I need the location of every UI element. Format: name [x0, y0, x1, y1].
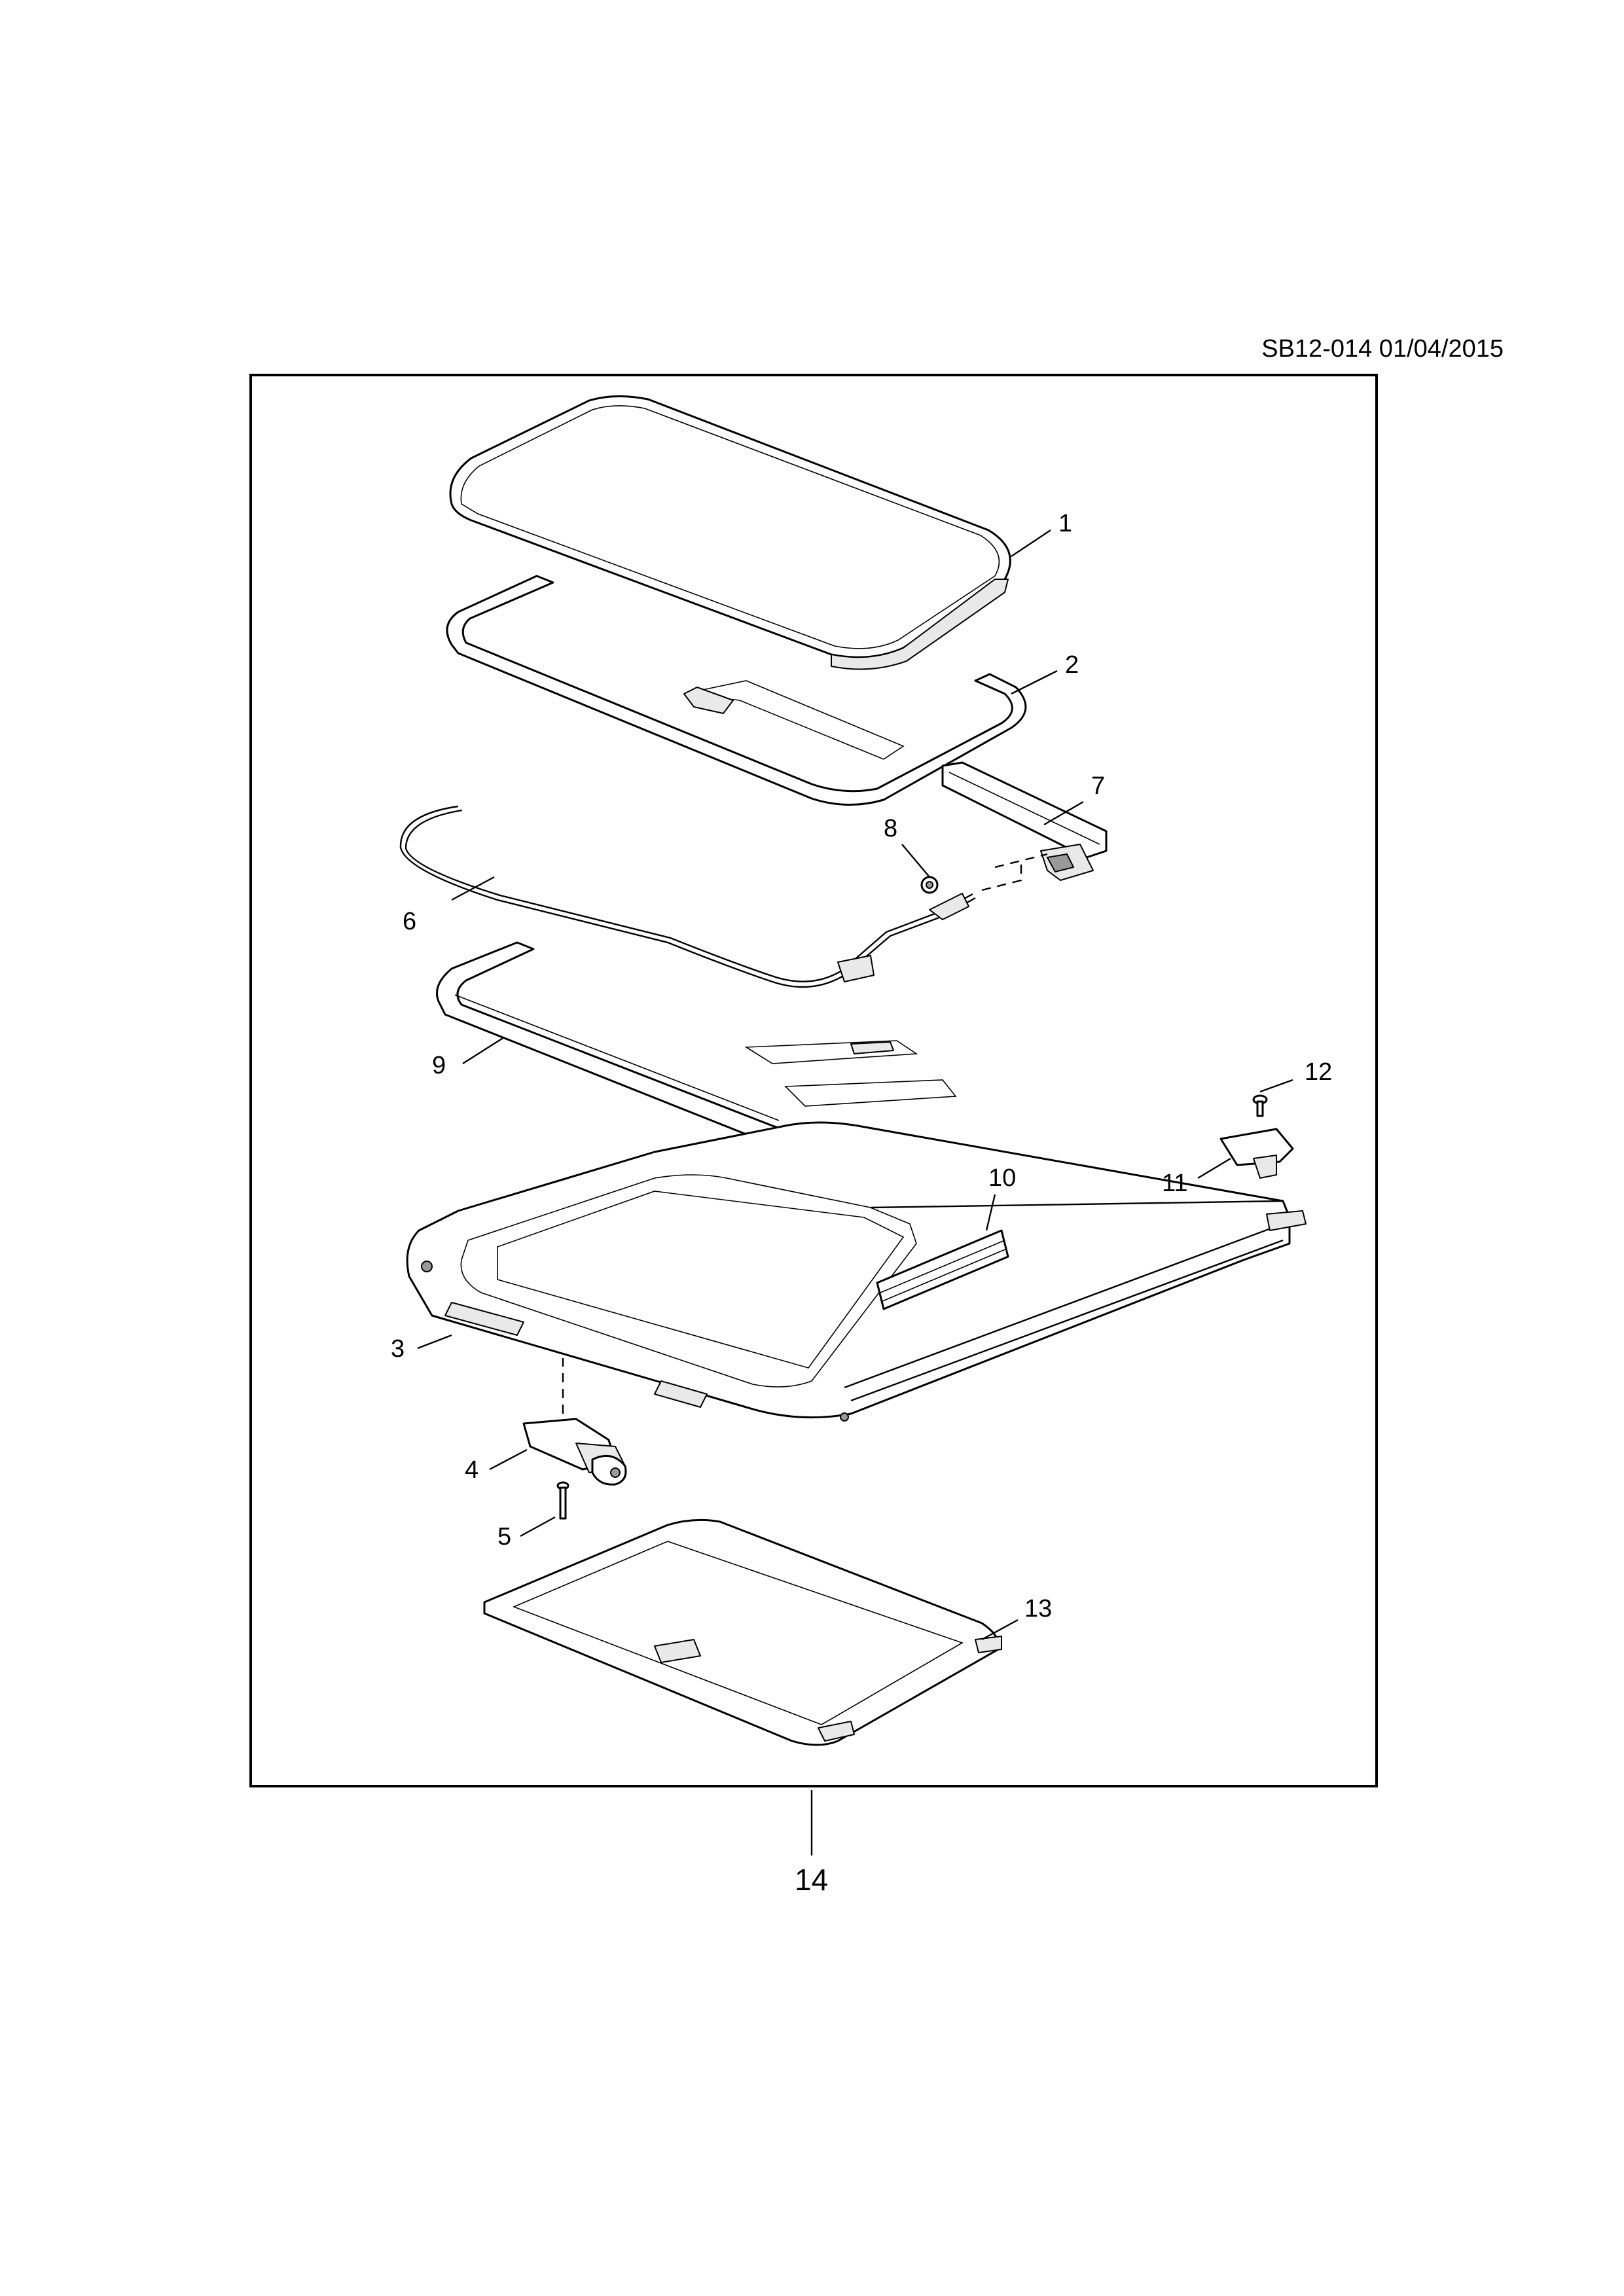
callout-12: 12: [1305, 1058, 1332, 1086]
callout-14: 14: [795, 1863, 828, 1897]
screw: [556, 1481, 569, 1520]
leader-lines: [417, 529, 1293, 1856]
bracket: [1219, 1128, 1294, 1179]
sunshade: [483, 1518, 1002, 1746]
motor: [522, 1418, 627, 1486]
seal-strip: [876, 1229, 1009, 1310]
callout-5: 5: [497, 1523, 511, 1551]
callout-1: 1: [1058, 510, 1072, 537]
wind-deflector: [436, 941, 957, 1154]
callout-4: 4: [465, 1456, 478, 1484]
callout-2: 2: [1065, 651, 1079, 679]
callout-8: 8: [884, 815, 897, 842]
callout-labels: 1 2 3 4 5 6 7 8 9 10 11 12 13 14: [391, 510, 1332, 1897]
callout-9: 9: [432, 1052, 446, 1079]
callout-7: 7: [1091, 772, 1105, 800]
callout-6: 6: [403, 908, 416, 935]
glass-seal: [446, 575, 1027, 806]
drawing-code: SB12-014 01/04/2015: [1261, 335, 1504, 363]
glass-panel: [449, 395, 1011, 670]
callout-11: 11: [1162, 1170, 1187, 1197]
bolt: [1252, 1094, 1268, 1117]
callout-10: 10: [988, 1164, 1016, 1192]
clip: [920, 876, 939, 894]
guide-rail: [941, 761, 1108, 881]
assembly-frame: [249, 374, 1378, 1787]
sunroof-frame: [406, 1121, 1307, 1422]
callout-3: 3: [391, 1335, 405, 1363]
callout-13: 13: [1024, 1595, 1052, 1623]
drain-hose: [399, 805, 1048, 988]
